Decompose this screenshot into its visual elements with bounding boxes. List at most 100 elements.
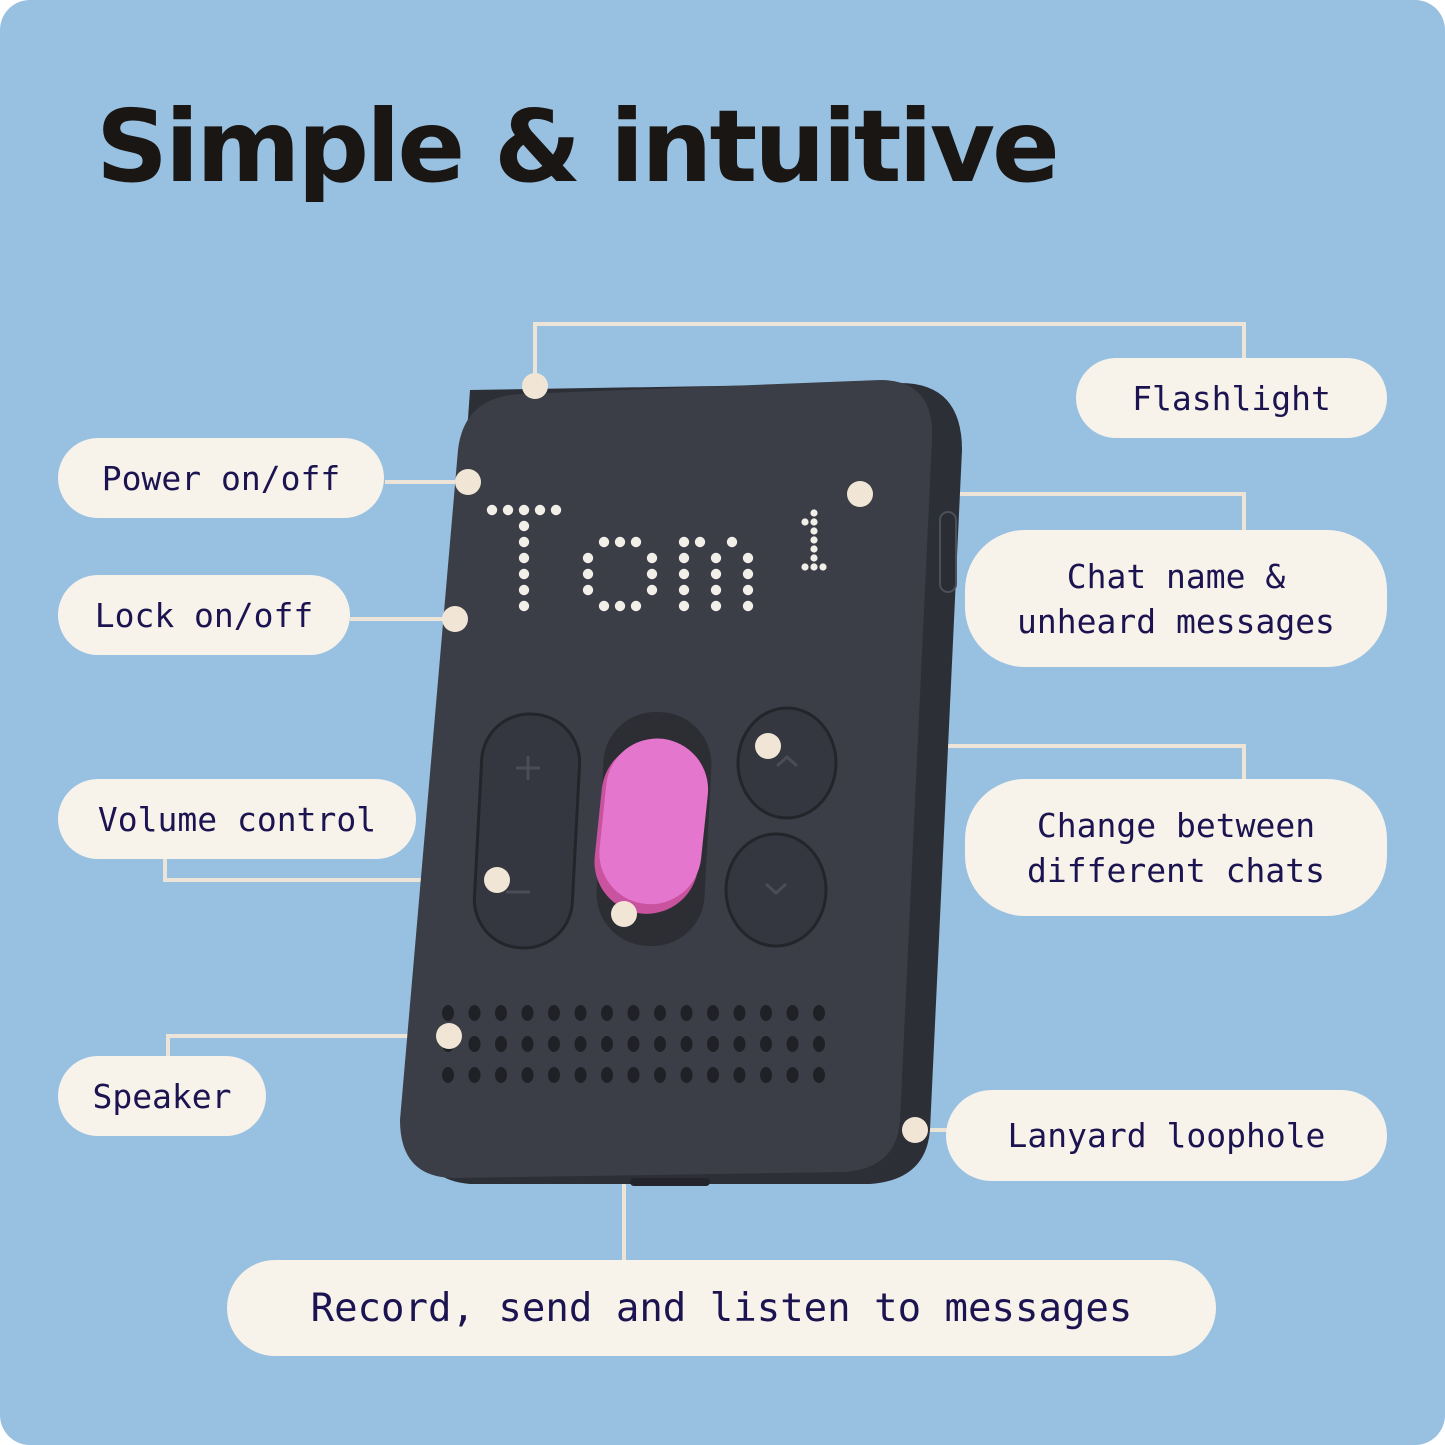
speaker-point	[436, 1023, 462, 1049]
speaker-hole	[548, 1067, 560, 1083]
screen-name-dot	[678, 552, 690, 564]
screen-name-dot	[598, 536, 610, 548]
flashlight-point	[522, 373, 548, 399]
chevron-down-icon	[764, 882, 788, 896]
unheard-count-dot	[810, 518, 818, 526]
speaker-hole	[733, 1036, 746, 1052]
speaker-hole	[495, 1067, 507, 1083]
lock-label: Lock on/off	[58, 575, 350, 655]
unheard-count-dot	[819, 563, 827, 571]
chat-name-label-line1: Chat name &	[1066, 556, 1286, 596]
unheard-count-dot	[801, 518, 809, 526]
speaker-hole	[627, 1036, 640, 1052]
speaker-hole	[574, 1067, 587, 1083]
speaker-hole	[601, 1005, 613, 1021]
speaker-hole	[521, 1005, 534, 1021]
flashlight-leader-line	[533, 322, 1246, 386]
screen-name-dot	[518, 584, 530, 596]
unheard-count-dot	[810, 527, 818, 535]
callout-points	[436, 373, 928, 1143]
screen-name-dot	[550, 504, 562, 516]
volume-point	[484, 867, 510, 893]
record-button	[594, 738, 709, 914]
side-button	[939, 511, 957, 593]
speaker-hole	[627, 1005, 640, 1021]
speaker-hole	[786, 1005, 799, 1021]
volume-label: Volume control	[58, 779, 416, 859]
speaker-hole	[468, 1036, 481, 1052]
screen-name-dot	[742, 568, 754, 580]
change-chats-label-line2: different chats	[1026, 850, 1325, 890]
screen-name-dot	[678, 568, 690, 580]
speaker-hole	[733, 1067, 746, 1083]
speaker-hole	[601, 1067, 613, 1083]
change-chats-label: Change between different chats	[965, 779, 1387, 916]
screen-name-dot	[582, 552, 594, 564]
speaker-hole	[654, 1036, 666, 1052]
screen-name-dot	[518, 504, 530, 516]
speaker-hole	[760, 1067, 772, 1083]
speaker-hole	[680, 1005, 693, 1021]
lanyard-label: Lanyard loophole	[946, 1090, 1387, 1181]
screen-name-dot	[646, 584, 658, 596]
speaker-hole	[495, 1005, 507, 1021]
screen-name-dot	[486, 504, 498, 516]
speaker-hole	[574, 1005, 587, 1021]
lock-point	[442, 606, 468, 632]
speaker-hole	[760, 1005, 772, 1021]
speaker-hole	[760, 1036, 772, 1052]
speaker-hole	[786, 1036, 799, 1052]
screen-name-dot	[694, 536, 706, 548]
screen-name-dot	[646, 568, 658, 580]
screen-name-dot	[726, 536, 738, 548]
page-title: Simple & intuitive	[96, 88, 1060, 205]
screen-name-dot	[598, 600, 610, 612]
screen-name-dot	[710, 584, 722, 596]
volume-leader-line	[163, 858, 497, 882]
screen-name-dot	[678, 584, 690, 596]
screen-name-dot	[742, 584, 754, 596]
speaker-leader-line	[166, 1034, 449, 1058]
screen-name-dot	[614, 600, 626, 612]
screen-name-dot	[742, 552, 754, 564]
volume-rocker	[472, 712, 582, 950]
screen-name-dot	[742, 600, 754, 612]
screen-name-dot	[518, 568, 530, 580]
record-label: Record, send and listen to messages	[227, 1260, 1216, 1356]
speaker-hole	[548, 1005, 560, 1021]
speaker-grille	[442, 1005, 825, 1083]
screen-name-dot	[710, 600, 722, 612]
screen-name-dot	[678, 600, 690, 612]
speaker-hole	[495, 1036, 507, 1052]
speaker-hole	[813, 1036, 825, 1052]
screen-name-dot	[614, 536, 626, 548]
lanyard-slot	[630, 1178, 710, 1186]
speaker-hole	[521, 1036, 534, 1052]
speaker-hole	[733, 1005, 746, 1021]
screen-name-dot	[502, 504, 514, 516]
screen-name-dot	[518, 600, 530, 612]
unheard-count-dot	[801, 563, 809, 571]
speaker-hole	[813, 1005, 825, 1021]
speaker-hole	[521, 1067, 534, 1083]
chat-name-leader-line	[860, 492, 1246, 532]
screen-name-dot	[630, 600, 642, 612]
speaker-hole	[707, 1005, 719, 1021]
speaker-hole	[601, 1036, 613, 1052]
screen-name-dot	[710, 552, 722, 564]
chat-name-point	[847, 481, 873, 507]
unheard-count-dot	[810, 509, 818, 517]
speaker-hole	[574, 1036, 587, 1052]
unheard-count-dot	[810, 545, 818, 553]
speaker-hole	[654, 1005, 666, 1021]
speaker-hole	[707, 1067, 719, 1083]
chevron-up-icon	[775, 754, 799, 768]
screen-name-dot	[518, 536, 530, 548]
screen-name-dot	[534, 504, 546, 516]
speaker-hole	[548, 1036, 560, 1052]
speaker-hole	[468, 1067, 481, 1083]
unheard-count-dot	[810, 536, 818, 544]
screen-name-dot	[518, 520, 530, 532]
